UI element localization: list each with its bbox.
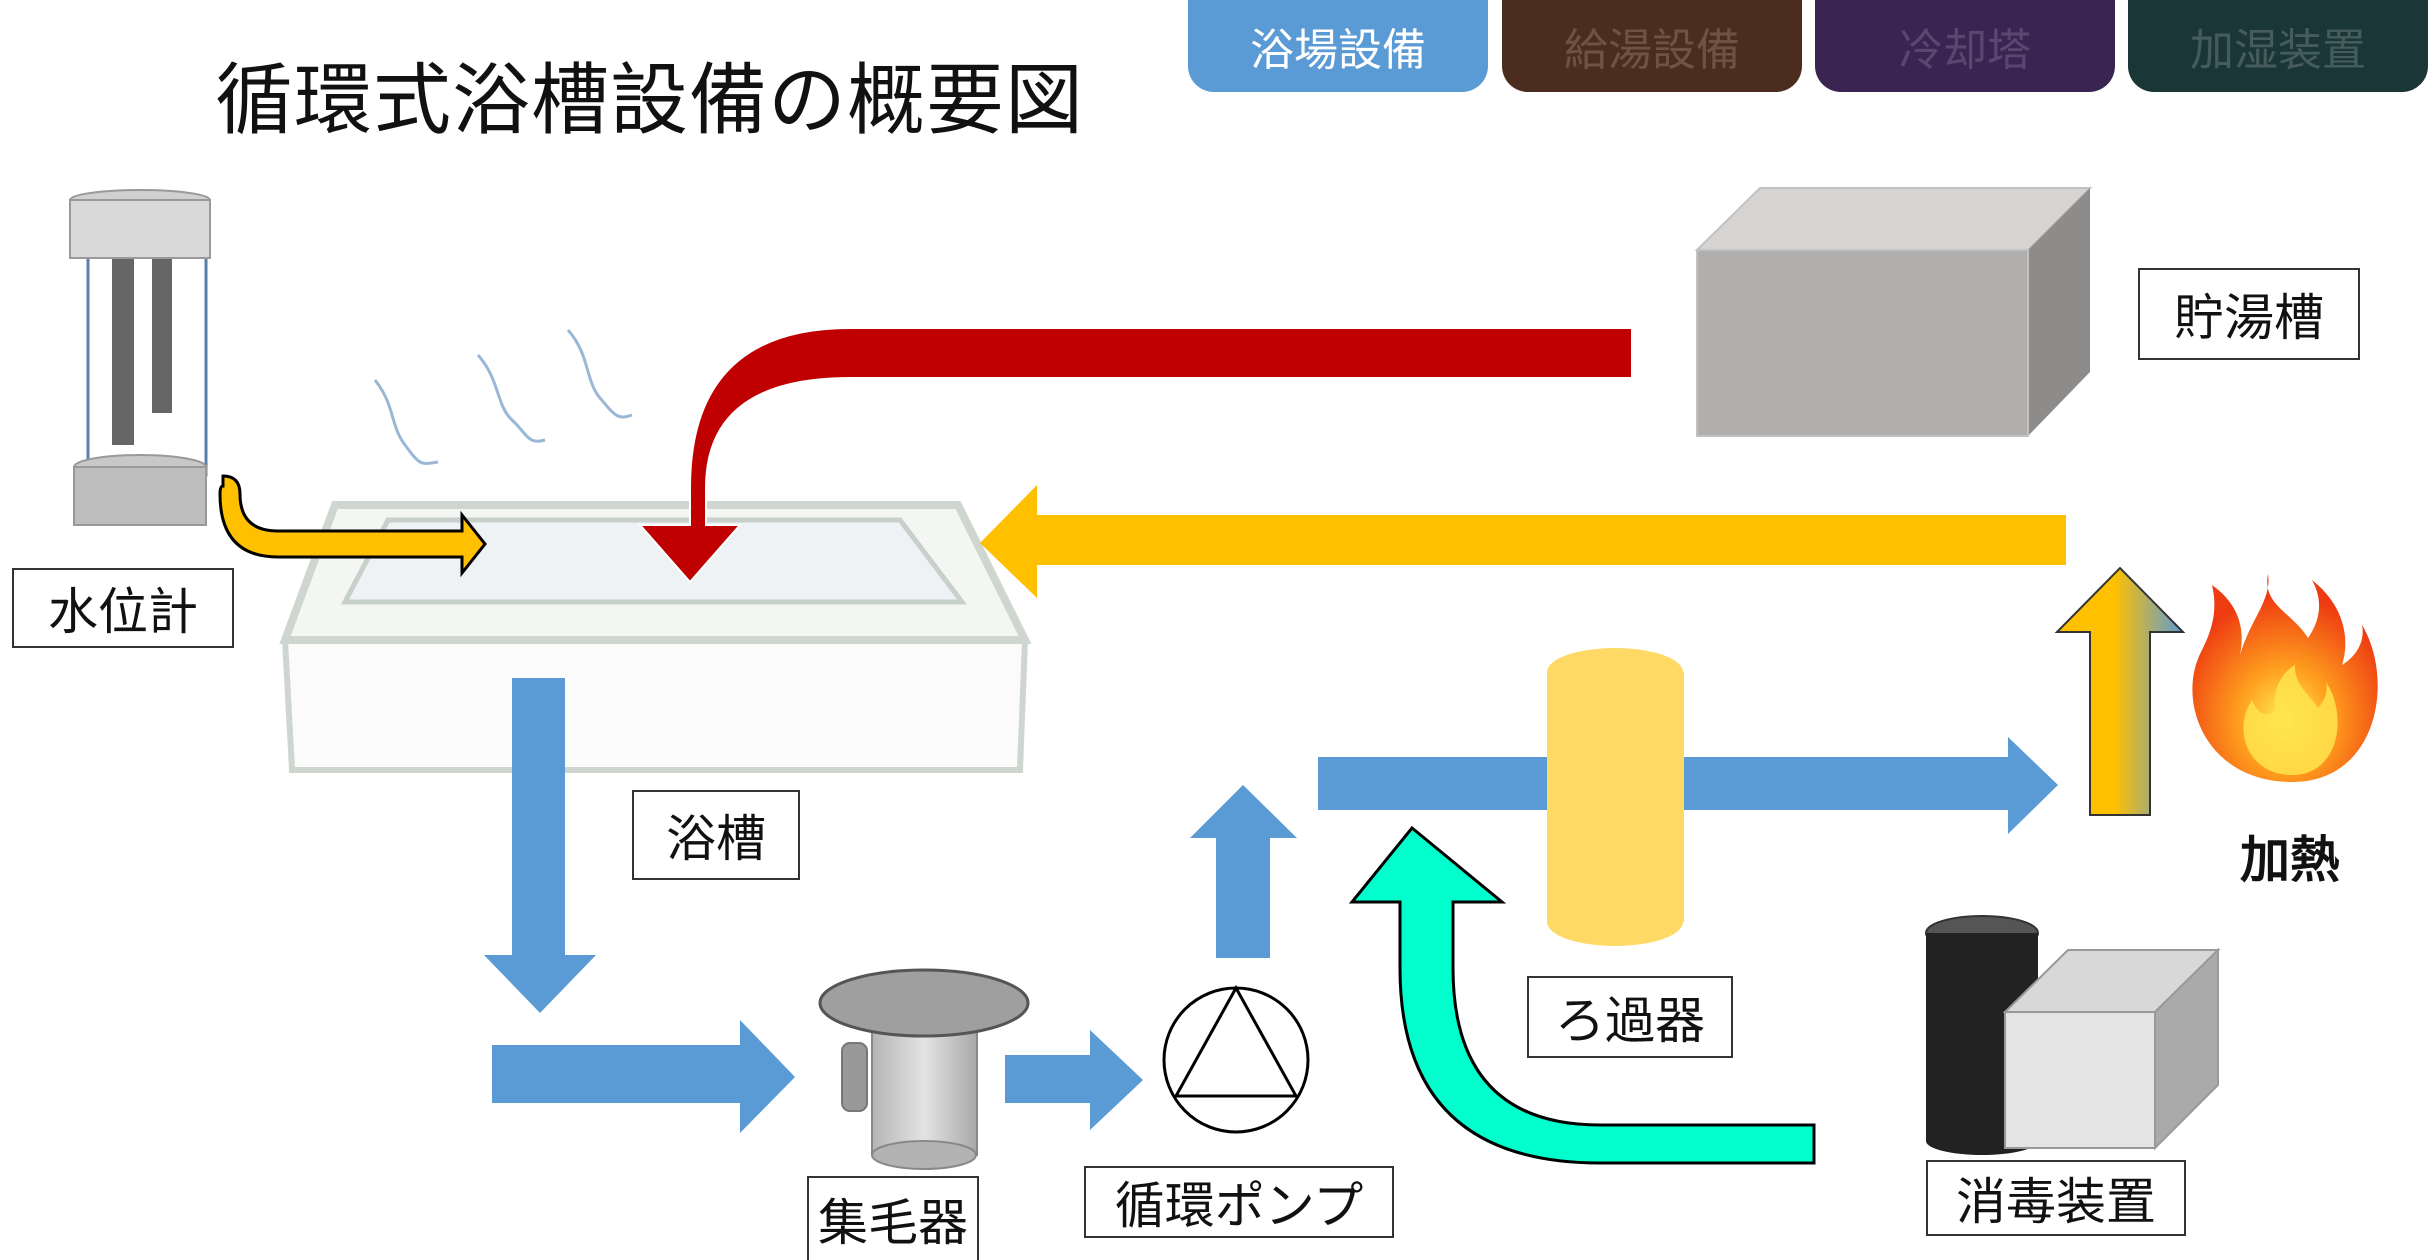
return-arrow-to-bath [980, 485, 2066, 598]
flame-icon [2192, 574, 2378, 782]
to-pump-arrow [1005, 1030, 1143, 1130]
filter-icon [1547, 648, 1684, 946]
disinfection-device-icon [1925, 915, 2221, 1155]
tab-cooling-tower[interactable]: 冷却塔 [1815, 0, 2115, 92]
hot-supply-arrow [637, 327, 1633, 584]
water-level-meter-icon [69, 189, 211, 526]
water-level-meter-label: 水位計 [12, 568, 234, 648]
disinfection-device-label: 消毒装置 [1926, 1160, 2186, 1236]
heater-outflow-arrow [2054, 566, 2186, 816]
meter-to-bath-arrow [218, 474, 487, 578]
filter-label: ろ過器 [1527, 976, 1733, 1058]
hair-collector-icon [818, 968, 1030, 1170]
bathtub-label: 浴槽 [632, 790, 800, 880]
to-hair-collector-arrow [492, 1020, 795, 1133]
heating-label: 加熱 [2240, 831, 2340, 889]
storage-tank-icon [1694, 187, 2093, 437]
tab-humidifier[interactable]: 加湿装置 [2128, 0, 2428, 92]
disinfectant-arrow [1348, 825, 1816, 1165]
storage-tank-label: 貯湯槽 [2138, 268, 2360, 360]
page-title: 循環式浴槽設備の概要図 [215, 56, 1085, 146]
hair-collector-label: 集毛器 [807, 1176, 979, 1260]
pump-symbol-icon [1162, 984, 1310, 1134]
to-heater-arrow [1318, 737, 2058, 834]
circulation-pump-label: 循環ポンプ [1084, 1166, 1394, 1238]
tab-hot-water-supply[interactable]: 給湯設備 [1502, 0, 1802, 92]
tab-bath-facility[interactable]: 浴場設備 [1188, 0, 1488, 92]
bath-outflow-arrow [484, 678, 596, 1013]
steam-icon [373, 329, 633, 465]
pump-outflow-arrow [1190, 785, 1297, 958]
